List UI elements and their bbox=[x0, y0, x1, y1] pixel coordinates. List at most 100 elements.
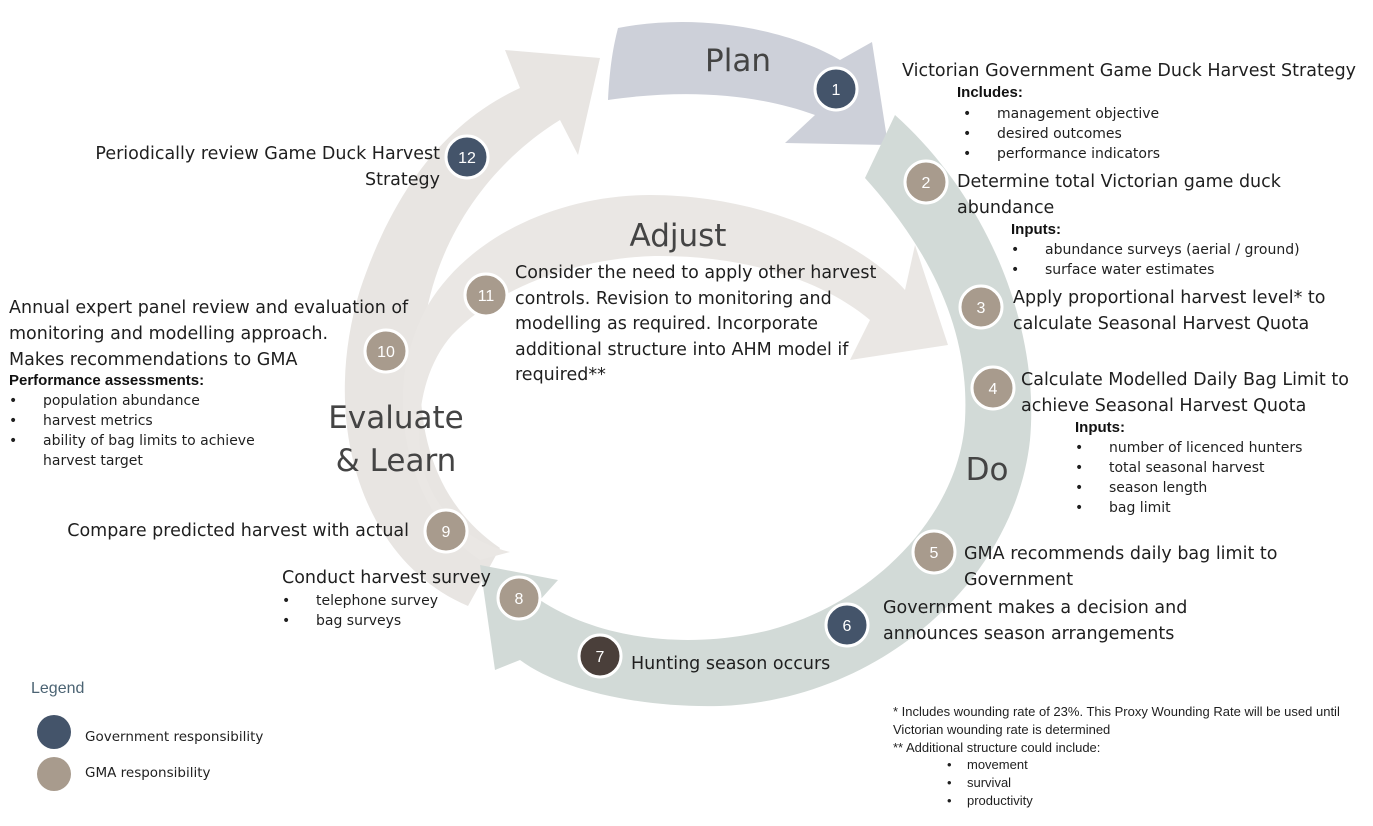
step-1-marker: 1 bbox=[813, 66, 859, 112]
list-item: desired outcomes bbox=[963, 124, 1160, 144]
footnote-line-3: ** Additional structure could include: bbox=[893, 740, 1101, 755]
step-2-line-1: Determine total Victorian game duck bbox=[957, 172, 1281, 192]
list-item: total seasonal harvest bbox=[1075, 458, 1302, 478]
step-4-text: Calculate Modelled Daily Bag Limit to ac… bbox=[1021, 367, 1349, 419]
svg-text:3: 3 bbox=[977, 300, 986, 317]
step-3-line-1: Apply proportional harvest level* to bbox=[1013, 288, 1326, 308]
svg-text:8: 8 bbox=[515, 591, 524, 608]
legend-gma-swatch bbox=[37, 757, 71, 791]
step-10-text: Annual expert panel review and evaluatio… bbox=[9, 295, 408, 373]
evaluate-learn-arrow bbox=[344, 50, 600, 606]
svg-text:6: 6 bbox=[843, 618, 852, 635]
step-2-list-heading: Inputs: bbox=[1011, 221, 1061, 238]
svg-text:5: 5 bbox=[930, 545, 939, 562]
list-item: population abundance bbox=[9, 391, 255, 411]
step-4-line-2: achieve Seasonal Harvest Quota bbox=[1021, 396, 1307, 416]
step-2-line-2: abundance bbox=[957, 198, 1055, 218]
step-3-line-2: calculate Seasonal Harvest Quota bbox=[1013, 314, 1310, 334]
step-11-line-4: additional structure into AHM model if bbox=[515, 339, 849, 360]
list-item: bag surveys bbox=[282, 611, 438, 631]
step-3-marker: 3 bbox=[958, 284, 1004, 330]
list-item: surface water estimates bbox=[1011, 260, 1300, 280]
step-5-line-1: GMA recommends daily bag limit to bbox=[964, 544, 1278, 564]
phase-adjust-label: Adjust bbox=[630, 218, 727, 254]
step-1-text: Victorian Government Game Duck Harvest S… bbox=[902, 61, 1357, 81]
step-12-line-2: Strategy bbox=[365, 170, 440, 190]
step-8-bullets: telephone survey bag surveys bbox=[282, 591, 438, 631]
step-8-marker: 8 bbox=[496, 575, 542, 621]
list-item-continuation: harvest target bbox=[43, 453, 143, 469]
svg-text:10: 10 bbox=[377, 344, 395, 361]
step-11-text: Consider the need to apply other harvest… bbox=[515, 261, 876, 389]
svg-text:2: 2 bbox=[922, 175, 931, 192]
step-1-list-heading: Includes: bbox=[957, 84, 1023, 101]
step-11-line-5: required** bbox=[515, 365, 606, 385]
step-4-marker: 4 bbox=[970, 365, 1016, 411]
footnote-line-1: * Includes wounding rate of 23%. This Pr… bbox=[893, 704, 1340, 719]
list-item: ability of bag limits to achieve bbox=[9, 431, 255, 451]
step-6-marker: 6 bbox=[824, 602, 870, 648]
footnote-line-2: Victorian wounding rate is determined bbox=[893, 722, 1111, 737]
step-10-line-1: Annual expert panel review and evaluatio… bbox=[9, 298, 409, 318]
phase-plan-label: Plan bbox=[705, 43, 771, 79]
list-item: performance indicators bbox=[963, 144, 1160, 164]
footnote-bullets: movement survival productivity bbox=[947, 756, 1033, 810]
list-item: number of licenced hunters bbox=[1075, 438, 1302, 458]
svg-text:9: 9 bbox=[442, 524, 451, 541]
step-4-line-1: Calculate Modelled Daily Bag Limit to bbox=[1021, 370, 1349, 390]
legend-government-label: Government responsibility bbox=[85, 729, 264, 745]
plan-arrow bbox=[608, 22, 888, 145]
list-item: harvest metrics bbox=[9, 411, 255, 431]
step-4-list-heading: Inputs: bbox=[1075, 419, 1125, 436]
step-9-text: Compare predicted harvest with actual bbox=[67, 521, 409, 541]
step-11-line-2: controls. Revision to monitoring and bbox=[515, 288, 832, 309]
step-1-bullets: management objective desired outcomes pe… bbox=[963, 104, 1160, 164]
step-10-marker: 10 bbox=[363, 328, 409, 374]
legend-government-swatch bbox=[37, 715, 71, 749]
step-3-text: Apply proportional harvest level* to cal… bbox=[1013, 285, 1325, 337]
step-10-line-2: monitoring and modelling approach. bbox=[9, 324, 329, 344]
step-4-bullets: number of licenced hunters total seasona… bbox=[1075, 438, 1302, 518]
phase-learn-label: & Learn bbox=[336, 443, 457, 479]
list-item: survival bbox=[947, 774, 1033, 792]
step-7-text: Hunting season occurs bbox=[631, 654, 831, 674]
legend-title: Legend bbox=[31, 680, 85, 697]
svg-text:12: 12 bbox=[458, 150, 476, 167]
step-11-marker: 11 bbox=[463, 272, 509, 318]
svg-text:7: 7 bbox=[596, 649, 605, 666]
footnote: * Includes wounding rate of 23%. This Pr… bbox=[893, 703, 1340, 757]
step-11-line-1: Consider the need to apply other harvest bbox=[515, 263, 877, 283]
step-12-line-1: Periodically review Game Duck Harvest bbox=[95, 144, 440, 164]
step-9-marker: 9 bbox=[423, 508, 469, 554]
step-12-marker: 12 bbox=[444, 134, 490, 180]
step-6-line-2: announces season arrangements bbox=[883, 624, 1175, 644]
step-2-bullets: abundance surveys (aerial / ground) surf… bbox=[1011, 240, 1300, 280]
svg-text:11: 11 bbox=[478, 288, 495, 305]
step-5-marker: 5 bbox=[911, 529, 957, 575]
list-item: movement bbox=[947, 756, 1033, 774]
step-5-text: GMA recommends daily bag limit to Govern… bbox=[964, 541, 1277, 593]
step-2-marker: 2 bbox=[903, 159, 949, 205]
step-8-text: Conduct harvest survey bbox=[282, 568, 491, 588]
step-2-text: Determine total Victorian game duck abun… bbox=[957, 169, 1281, 221]
list-item: season length bbox=[1075, 478, 1302, 498]
step-7-marker: 7 bbox=[577, 633, 623, 679]
step-11-line-3: modelling as required. Incorporate bbox=[515, 314, 818, 334]
step-6-text: Government makes a decision and announce… bbox=[883, 595, 1187, 647]
do-arrow bbox=[480, 115, 1032, 707]
step-5-line-2: Government bbox=[964, 570, 1074, 590]
svg-text:1: 1 bbox=[832, 82, 841, 99]
list-item: abundance surveys (aerial / ground) bbox=[1011, 240, 1299, 260]
step-6-line-1: Government makes a decision and bbox=[883, 598, 1188, 618]
phase-do-label: Do bbox=[966, 452, 1009, 488]
list-item: bag limit bbox=[1075, 498, 1302, 518]
svg-text:4: 4 bbox=[989, 381, 998, 398]
phase-evaluate-label: Evaluate bbox=[328, 400, 463, 436]
list-item: management objective bbox=[963, 104, 1160, 124]
step-12-text: Periodically review Game Duck Harvest St… bbox=[95, 141, 440, 193]
legend-gma-label: GMA responsibility bbox=[85, 765, 211, 781]
step-10-list-heading: Performance assessments: bbox=[9, 372, 205, 389]
step-10-bullets: population abundance harvest metrics abi… bbox=[9, 391, 255, 471]
step-10-line-3: Makes recommendations to GMA bbox=[9, 350, 298, 370]
